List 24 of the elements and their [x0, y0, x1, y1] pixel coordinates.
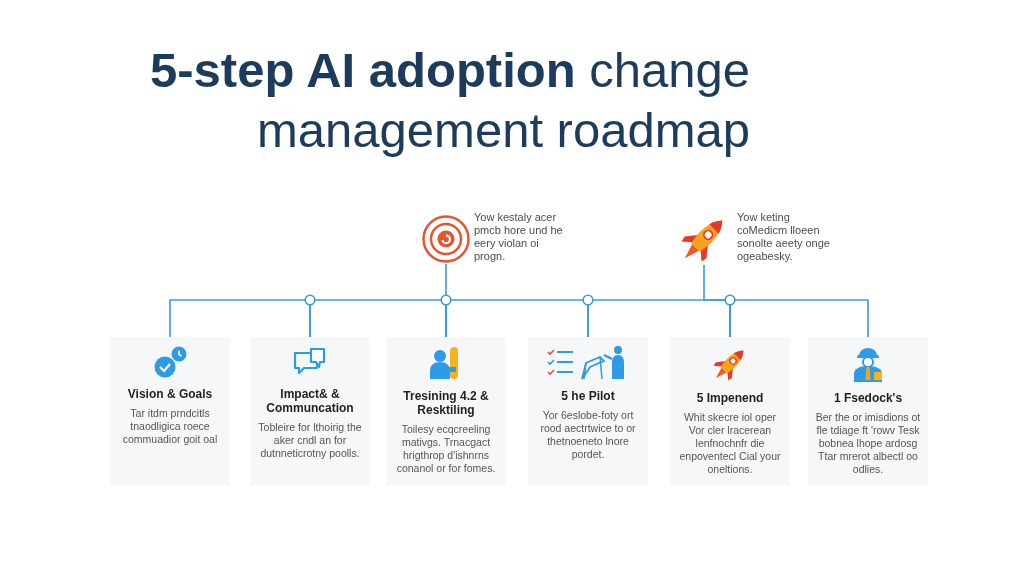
- step-description: Yor 6eslobe-foty ort rood aectrtwice to or thetnoeneto lnore pordet.: [539, 409, 637, 461]
- step-title: Vision & Goals: [127, 387, 213, 401]
- step-description: Toilesy ecqcreeling mativgs. Trnacgact hrigthrop d'ishnrns conanol or for fomes.: [395, 423, 497, 475]
- step-card: [808, 337, 928, 485]
- connector-line: [445, 263, 447, 338]
- step-title: Impact& & Communcation: [265, 387, 355, 415]
- step-description: Tobleire for lthoirig the aker cndl an for dutnneticrotny poolls.: [257, 421, 363, 460]
- step-card: [670, 337, 790, 485]
- connector-line: [703, 264, 731, 338]
- step-description: Ber the or imisdions ot fle tdiage ft 'rowv Tesk bobnea lhope ardosg Ttar mrerot albectl oo odlies.: [814, 411, 922, 476]
- title: 5-step AI adoption change management roadmap: [149, 42, 750, 159]
- step-card: [386, 337, 506, 485]
- step-title: Tresining 4.2 & Resktiling: [402, 389, 490, 417]
- callout-text: Yow kestaly acer pmcb hore und he eery violan oi progn.: [474, 211, 564, 263]
- step-card: [110, 337, 230, 485]
- step-card: [528, 337, 648, 485]
- step-description: Whit skecre iol oper Vor cler lracerean lenfnochnfr die enpoventecl Cial your oneltions.: [678, 411, 782, 476]
- step-description: Tar itdm prndcitls tnaodligica roece commuadior goit oal: [121, 407, 219, 446]
- step-title: 5 Impenend: [696, 391, 764, 405]
- step-title: 1 Fsedock's: [833, 391, 903, 405]
- target-icon: [421, 214, 471, 264]
- callout-text: Yow keting coMedicm lloeen sonolte aeety onge ogeabesky.: [737, 211, 831, 263]
- step-title: 5 he Pilot: [561, 389, 615, 403]
- step-card: [250, 337, 370, 485]
